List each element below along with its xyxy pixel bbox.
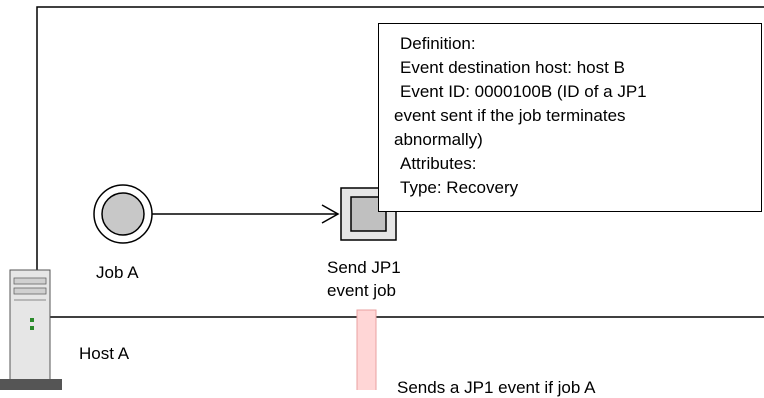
server-icon	[0, 269, 62, 390]
definition-event-id-cont2: abnormally)	[394, 130, 483, 149]
definition-heading: Definition:	[400, 34, 476, 53]
job-a-label: Job A	[96, 263, 139, 282]
send-jp1-event-job-icon	[340, 187, 397, 241]
attributes-heading: Attributes:	[400, 154, 477, 173]
send-job-label-line1: Send JP1	[327, 258, 401, 277]
event-annotation: Sends a JP1 event if job A	[397, 378, 596, 397]
definition-callout: Definition: Event destination host: host…	[378, 23, 762, 212]
definition-event-id-cont1: event sent if the job terminates	[394, 106, 626, 125]
definition-destination-host: Event destination host: host B	[400, 58, 625, 77]
event-transmission-bar	[356, 309, 377, 390]
send-job-label-line2: event job	[327, 281, 396, 300]
flow-arrow	[152, 204, 340, 224]
job-a-icon	[93, 184, 153, 244]
host-label: Host A	[79, 344, 130, 363]
attribute-type: Type: Recovery	[400, 178, 519, 197]
definition-event-id: Event ID: 0000100B (ID of a JP1	[400, 82, 647, 101]
